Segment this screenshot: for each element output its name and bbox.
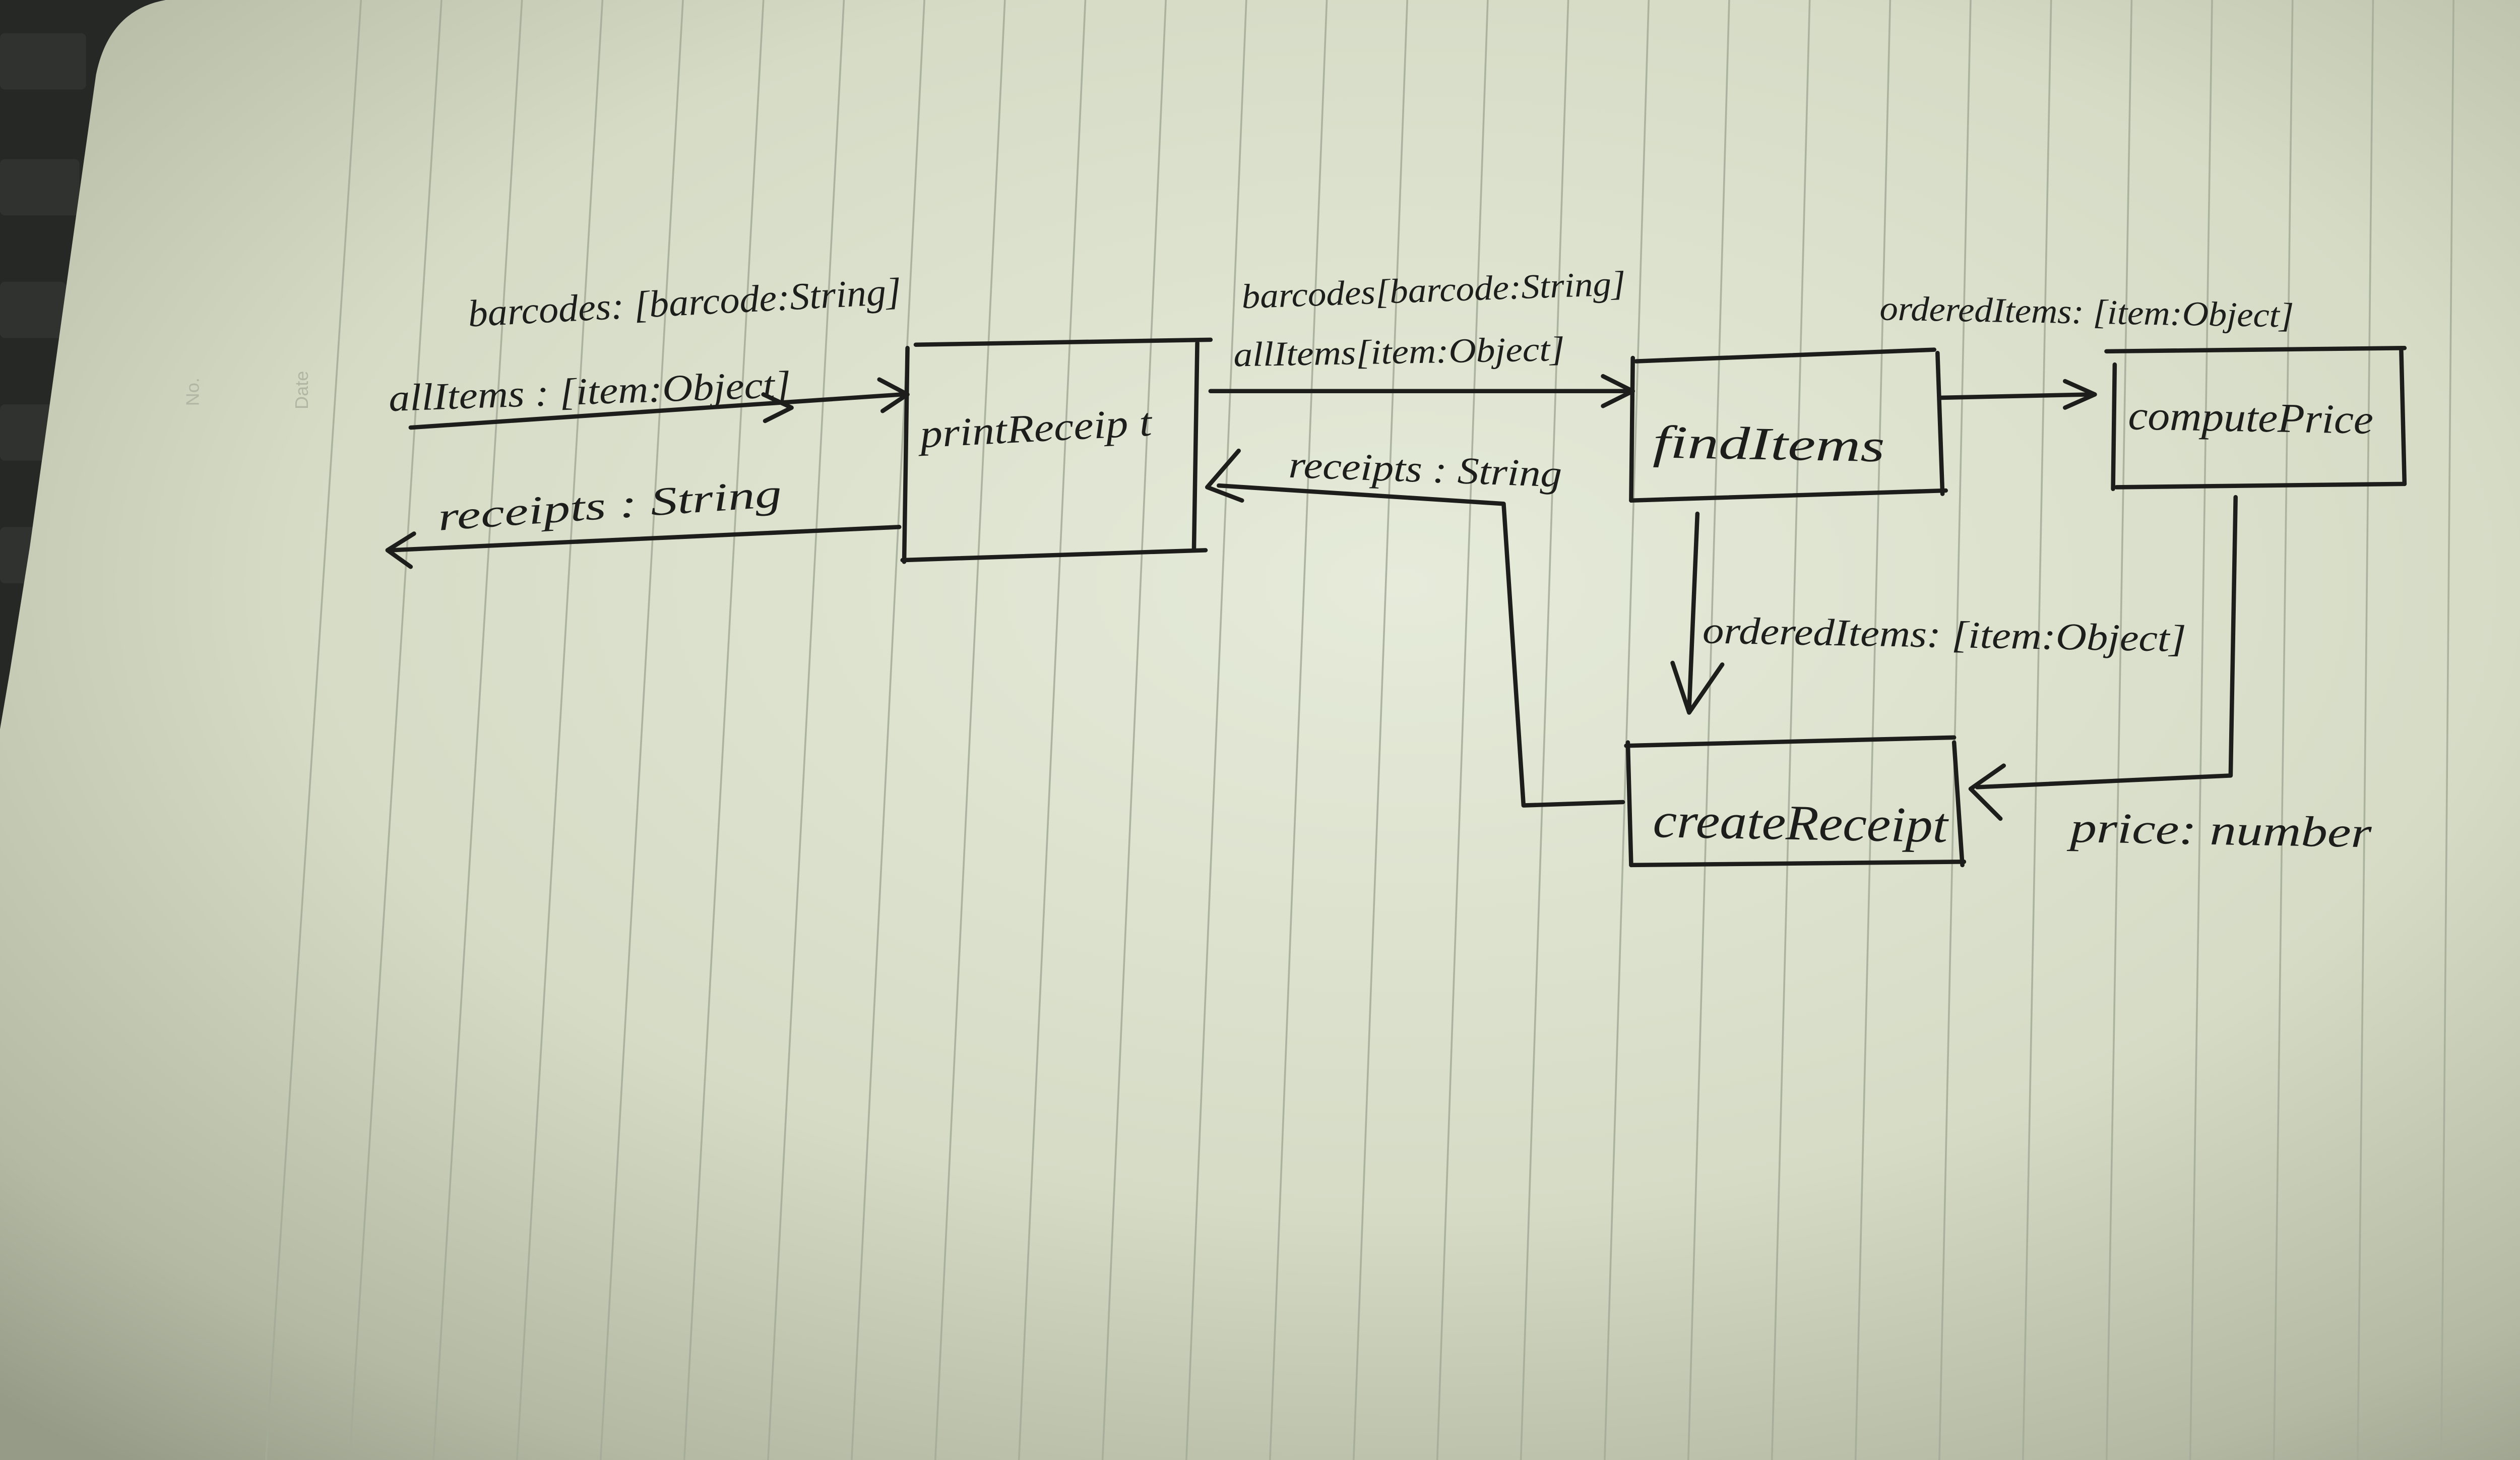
node-create-receipt: createReceipt: [1624, 735, 1967, 868]
edge-compute-to-create: price: number: [1968, 495, 2373, 857]
rule-line: [1938, 0, 1972, 1460]
rule-line: [348, 0, 443, 1460]
node-label: findItems: [1653, 416, 1885, 471]
box-right-edge: [1191, 341, 1200, 551]
arrow-line: [1217, 483, 1625, 808]
rule-line: [1604, 0, 1650, 1460]
arrow-line: [1687, 511, 1700, 712]
rule-line: [2273, 0, 2294, 1460]
arrowhead-down-icon: [1670, 660, 1725, 715]
arrowhead-right-icon: [761, 392, 794, 423]
box-bottom-edge: [2114, 481, 2407, 490]
node-label: computePrice: [2128, 392, 2374, 442]
notebook-date-label: Date: [291, 371, 312, 409]
box-top-edge: [2104, 346, 2407, 354]
keyboard-key: [0, 33, 86, 90]
arrowhead-left-icon: [1968, 763, 2006, 821]
edge-label: orderedItems: [item:Object]: [1702, 610, 2186, 660]
box-right-edge: [1951, 740, 1965, 868]
arrowhead-left-icon: [385, 531, 416, 569]
keyboard-key: [0, 159, 80, 216]
arrowhead-left-icon: [1205, 448, 1244, 503]
rule-line: [934, 0, 1006, 1460]
rule-line: [1854, 0, 1892, 1460]
rule-line: [1185, 0, 1247, 1460]
box-left-edge: [1629, 355, 1635, 503]
box-top-edge: [1624, 735, 1957, 748]
rule-line: [1018, 0, 1087, 1460]
box-right-edge: [2399, 346, 2407, 486]
rule-line: [1771, 0, 1811, 1460]
box-top-edge: [913, 337, 1213, 347]
edge-label: allItems[item:Object]: [1233, 330, 1565, 374]
rule-line: [2189, 0, 2213, 1460]
box-left-edge: [2111, 362, 2117, 491]
edge-label: price: number: [2067, 804, 2373, 857]
node-find-items: findItems: [1629, 347, 1948, 503]
rule-line: [1352, 0, 1409, 1460]
box-right-edge: [1935, 350, 1945, 496]
edge-label: orderedItems: [item:Object]: [1879, 289, 2294, 334]
edge-find-to-compute: orderedItems: [item:Object]: [1879, 289, 2294, 410]
rule-line: [432, 0, 523, 1460]
rule-line: [2022, 0, 2052, 1460]
ruled-lines: [265, 0, 2454, 1460]
box-bottom-edge: [1629, 860, 1967, 868]
rule-line: [2357, 0, 2374, 1460]
arrowhead-right-icon: [877, 377, 910, 413]
node-label: createReceipt: [1653, 793, 1950, 853]
box-top-edge: [1634, 347, 1936, 363]
notebook-number-label: No.: [182, 378, 203, 406]
box-left-edge: [1625, 740, 1633, 868]
box-left-edge: [902, 346, 910, 564]
rule-line: [2440, 0, 2454, 1460]
arrow-line: [389, 525, 902, 553]
rule-line: [767, 0, 845, 1460]
rule-line: [516, 0, 604, 1460]
rule-line: [599, 0, 684, 1460]
rule-line: [1436, 0, 1489, 1460]
rule-line: [1687, 0, 1730, 1460]
arrow-line: [408, 392, 905, 430]
keyboard-key: [0, 281, 67, 338]
rule-line: [1101, 0, 1167, 1460]
edge-label: receipts : String: [1288, 444, 1563, 496]
arrowhead-right-icon: [2063, 379, 2097, 410]
keyboard-key: [0, 404, 53, 461]
rule-line: [1269, 0, 1328, 1460]
node-compute-price: computePrice: [2104, 346, 2407, 491]
box-bottom-edge: [900, 548, 1208, 563]
arrow-line: [1975, 495, 2238, 789]
box-bottom-edge: [1629, 488, 1948, 503]
rule-line: [265, 0, 362, 1460]
edge-create-to-print: receipts : String: [1205, 444, 1625, 808]
arrow-line: [1938, 392, 2094, 400]
rule-line: [1520, 0, 1569, 1460]
rule-line: [851, 0, 925, 1460]
arrowhead-right-icon: [1601, 374, 1635, 408]
edge-find-to-create: orderedItems: [item:Object]: [1670, 511, 2186, 715]
rule-line: [683, 0, 765, 1460]
rule-line: [2105, 0, 2133, 1460]
